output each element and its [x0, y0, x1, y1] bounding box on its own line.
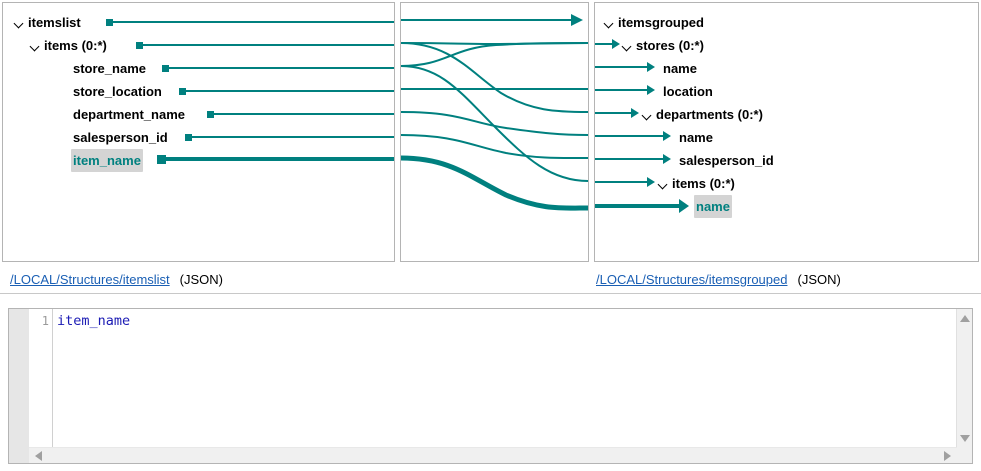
- node-label: stores (0:*): [636, 38, 704, 53]
- node-label: salesperson_id: [73, 130, 168, 145]
- node-label: name: [663, 61, 697, 76]
- target-structure-type: (JSON): [797, 272, 841, 287]
- target-node-items[interactable]: items (0:*): [657, 172, 737, 195]
- target-node-departments[interactable]: departments (0:*): [641, 103, 765, 126]
- node-label: store_name: [73, 61, 146, 76]
- target-node-name-departments[interactable]: name: [677, 126, 715, 149]
- connector-line: [595, 158, 664, 160]
- node-label: itemsgrouped: [618, 15, 704, 30]
- connector-stub: [179, 88, 186, 95]
- source-footer: /LOCAL/Structures/itemslist (JSON): [10, 272, 223, 287]
- target-node-location[interactable]: location: [661, 80, 715, 103]
- arrow-head-icon: [571, 14, 583, 26]
- curve-store_name-up: [401, 42, 588, 67]
- source-structure-type: (JSON): [179, 272, 223, 287]
- source-structure-link[interactable]: /LOCAL/Structures/itemslist: [10, 272, 170, 287]
- node-label: name: [679, 130, 713, 145]
- arrow-head-icon: [647, 177, 655, 187]
- connector-line: [192, 136, 394, 138]
- connector-stub: [162, 65, 169, 72]
- node-label: itemslist: [28, 15, 81, 30]
- connector-line: [595, 89, 648, 91]
- scroll-right-arrow-icon[interactable]: [944, 451, 951, 461]
- scrollbar-corner: [957, 448, 972, 463]
- connector-line-thick: [165, 157, 394, 161]
- connector-line: [214, 113, 394, 115]
- target-node-salesperson_id[interactable]: salesperson_id: [677, 149, 776, 172]
- node-label: items (0:*): [44, 38, 107, 53]
- chevron-down-icon[interactable]: [621, 34, 634, 57]
- source-node-items[interactable]: items (0:*): [29, 34, 109, 57]
- arrow-head-icon: [631, 108, 639, 118]
- source-node-department_name[interactable]: department_name: [71, 103, 187, 126]
- connector-stub: [207, 111, 214, 118]
- code-editor-panel[interactable]: 1 item_name: [8, 308, 973, 464]
- source-tree-panel[interactable]: itemslist items (0:*) store_name store_l…: [2, 2, 395, 262]
- connector-line: [595, 135, 664, 137]
- chevron-down-icon[interactable]: [603, 11, 616, 34]
- chevron-down-icon[interactable]: [657, 172, 670, 195]
- code-text-area[interactable]: item_name: [57, 313, 131, 329]
- arrow-head-icon: [612, 39, 620, 49]
- connector-panel: [400, 2, 589, 262]
- source-node-itemslist[interactable]: itemslist: [13, 11, 83, 34]
- connector-curves: [401, 14, 588, 211]
- connector-stub: [136, 42, 143, 49]
- arrow-head-icon: [647, 62, 655, 72]
- target-tree-panel[interactable]: itemsgrouped stores (0:*) name location …: [594, 2, 979, 262]
- target-footer: /LOCAL/Structures/itemsgrouped (JSON): [596, 272, 841, 287]
- connector-line: [595, 112, 632, 114]
- connector-line: [143, 44, 394, 46]
- horizontal-scrollbar[interactable]: [29, 447, 957, 463]
- editor-line-number-column: 1: [29, 309, 53, 463]
- connector-line: [169, 67, 394, 69]
- connector-line: [595, 181, 648, 183]
- source-node-store_location[interactable]: store_location: [71, 80, 164, 103]
- editor-gutter: [9, 309, 29, 463]
- chevron-down-icon[interactable]: [641, 103, 654, 126]
- target-node-stores[interactable]: stores (0:*): [621, 34, 706, 57]
- node-label: items (0:*): [672, 176, 735, 191]
- mapping-area: itemslist items (0:*) store_name store_l…: [0, 0, 981, 292]
- horizontal-separator: [0, 293, 981, 294]
- node-label-selected: name: [694, 195, 732, 218]
- scroll-up-arrow-icon[interactable]: [960, 315, 970, 322]
- arrow-head-icon: [647, 85, 655, 95]
- arrow-head-icon: [663, 154, 671, 164]
- connector-line: [113, 21, 394, 23]
- target-node-name-items[interactable]: name: [694, 195, 732, 218]
- connector-stub: [106, 19, 113, 26]
- curve-item_name-to-name-thick: [401, 155, 588, 211]
- node-label-selected: item_name: [71, 149, 143, 172]
- source-node-salesperson_id[interactable]: salesperson_id: [71, 126, 170, 149]
- curve-cross-down: [401, 65, 588, 182]
- connector-line: [186, 90, 394, 92]
- node-label: departments (0:*): [656, 107, 763, 122]
- curve-department_name-to-departments: [401, 42, 588, 113]
- source-node-store_name[interactable]: store_name: [71, 57, 148, 80]
- connector-line: [595, 66, 648, 68]
- arrow-head-icon: [663, 131, 671, 141]
- source-node-item_name[interactable]: item_name: [71, 149, 143, 172]
- target-structure-link[interactable]: /LOCAL/Structures/itemsgrouped: [596, 272, 788, 287]
- node-label: department_name: [73, 107, 185, 122]
- target-node-name-stores[interactable]: name: [661, 57, 699, 80]
- connector-stub: [185, 134, 192, 141]
- chevron-down-icon[interactable]: [29, 34, 42, 57]
- scroll-down-arrow-icon[interactable]: [960, 435, 970, 442]
- curve-mid-link: [401, 111, 588, 136]
- vertical-scrollbar[interactable]: [956, 309, 972, 448]
- node-label: location: [663, 84, 713, 99]
- connector-line: [595, 43, 613, 45]
- target-node-itemsgrouped[interactable]: itemsgrouped: [603, 11, 706, 34]
- scroll-left-arrow-icon[interactable]: [35, 451, 42, 461]
- arrow-head-icon: [679, 199, 689, 213]
- connector-stub: [157, 155, 166, 164]
- node-label: salesperson_id: [679, 153, 774, 168]
- connector-line-thick: [595, 204, 680, 208]
- curve-salesperson_id: [401, 134, 588, 160]
- chevron-down-icon[interactable]: [13, 11, 26, 34]
- line-number: 1: [41, 314, 49, 328]
- node-label: store_location: [73, 84, 162, 99]
